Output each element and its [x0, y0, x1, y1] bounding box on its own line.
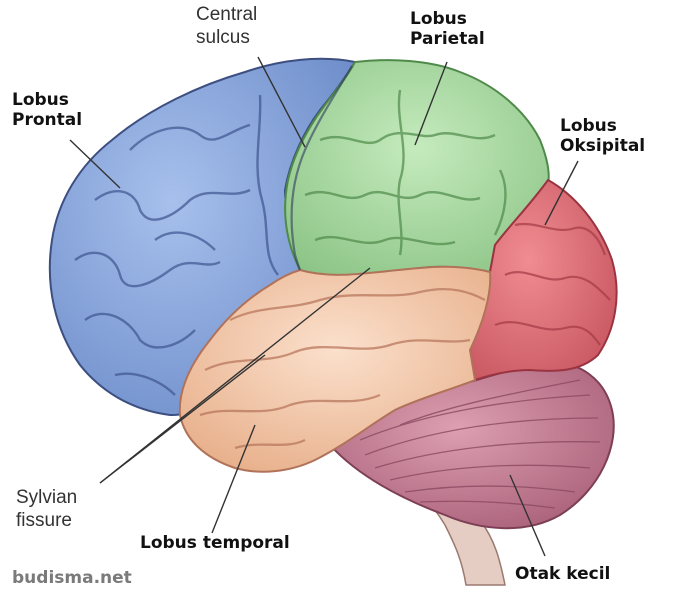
label-occipital-line1: Lobus: [560, 116, 617, 136]
parietal-gyri: [304, 89, 507, 256]
label-temporal: Lobus temporal: [140, 533, 290, 553]
label-parietal: Lobus Parietal: [410, 9, 485, 50]
leader-cerebellum: [509, 474, 546, 557]
leader-lines: [69, 56, 579, 557]
cerebellum-folia: [359, 379, 601, 509]
leader-sylvian-1: [99, 267, 371, 484]
leader-parietal: [414, 61, 448, 146]
frontal-lobe-region: [48, 57, 357, 417]
watermark: budisma.net: [12, 568, 132, 588]
label-central-sulcus-line1: Central: [196, 4, 258, 25]
occipital-lobe-region: [468, 178, 618, 382]
leader-sylvian-2: [99, 354, 266, 484]
leader-frontal: [69, 139, 121, 189]
label-frontal: Lobus Prontal: [12, 90, 82, 131]
leader-central-sulcus: [257, 56, 306, 148]
central-sulcus-line: [290, 65, 353, 271]
label-parietal-line2: Parietal: [410, 29, 485, 50]
frontal-gyri: [74, 94, 279, 396]
label-parietal-line1: Lobus: [410, 9, 467, 29]
label-sylvian-line1: Sylvian: [16, 487, 78, 508]
temporal-lobe-region: [178, 265, 492, 473]
temporal-gyri: [199, 288, 486, 450]
leader-occipital: [544, 160, 579, 226]
label-sylvian: Sylvian fissure: [16, 487, 77, 533]
label-sylvian-line2: fissure: [16, 509, 72, 531]
label-frontal-line1: Lobus: [12, 90, 69, 110]
occipital-gyri: [494, 222, 611, 346]
label-occipital: Lobus Oksipital: [560, 116, 645, 157]
label-central-sulcus-line2: sulcus: [196, 26, 250, 48]
label-cerebellum: Otak kecil: [515, 564, 611, 584]
label-frontal-line2: Prontal: [12, 110, 83, 131]
leader-temporal: [211, 424, 256, 534]
label-central-sulcus: Central sulcus: [196, 4, 257, 50]
label-occipital-line2: Oksipital: [560, 136, 646, 157]
